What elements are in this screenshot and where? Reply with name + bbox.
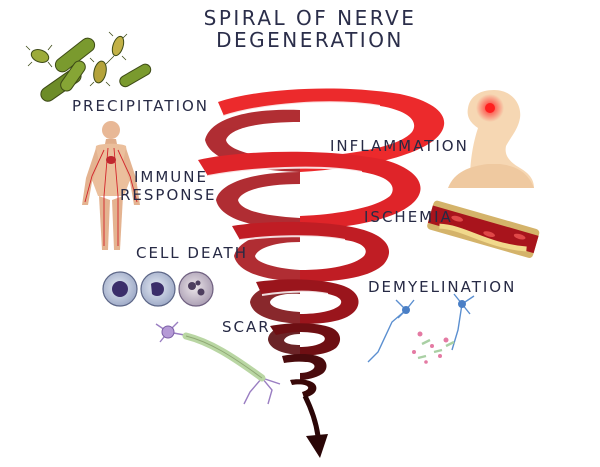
stage-label-ischemia: ISCHEMIA: [364, 208, 453, 226]
bacteria-icon: [25, 31, 152, 102]
cell-icon: [102, 271, 214, 307]
degeneration-spiral: [198, 88, 445, 458]
human-body-icon: [82, 121, 140, 250]
stage-label-inflammation: INFLAMMATION: [330, 137, 469, 155]
stage-label-scar: SCAR: [222, 318, 271, 336]
stage-label-immune-response-line-2: RESPONSE: [120, 186, 217, 204]
stage-label-cell-death: CELL DEATH: [136, 244, 248, 262]
stage-label-precipitation: PRECIPITATION: [72, 97, 210, 115]
diagram-title-line-1: SPIRAL OF NERVE: [203, 6, 417, 30]
blood-vessel-icon: [427, 200, 540, 258]
scarred-neuron-icon: [155, 321, 281, 405]
stage-label-immune-response-line-1: IMMUNE: [134, 168, 208, 186]
inflamed-neck-icon: [448, 90, 534, 188]
stage-label-demyelination: DEMYELINATION: [368, 278, 517, 296]
diagram-title-line-2: DEGENERATION: [216, 28, 404, 52]
neuron-icon: [367, 293, 475, 364]
